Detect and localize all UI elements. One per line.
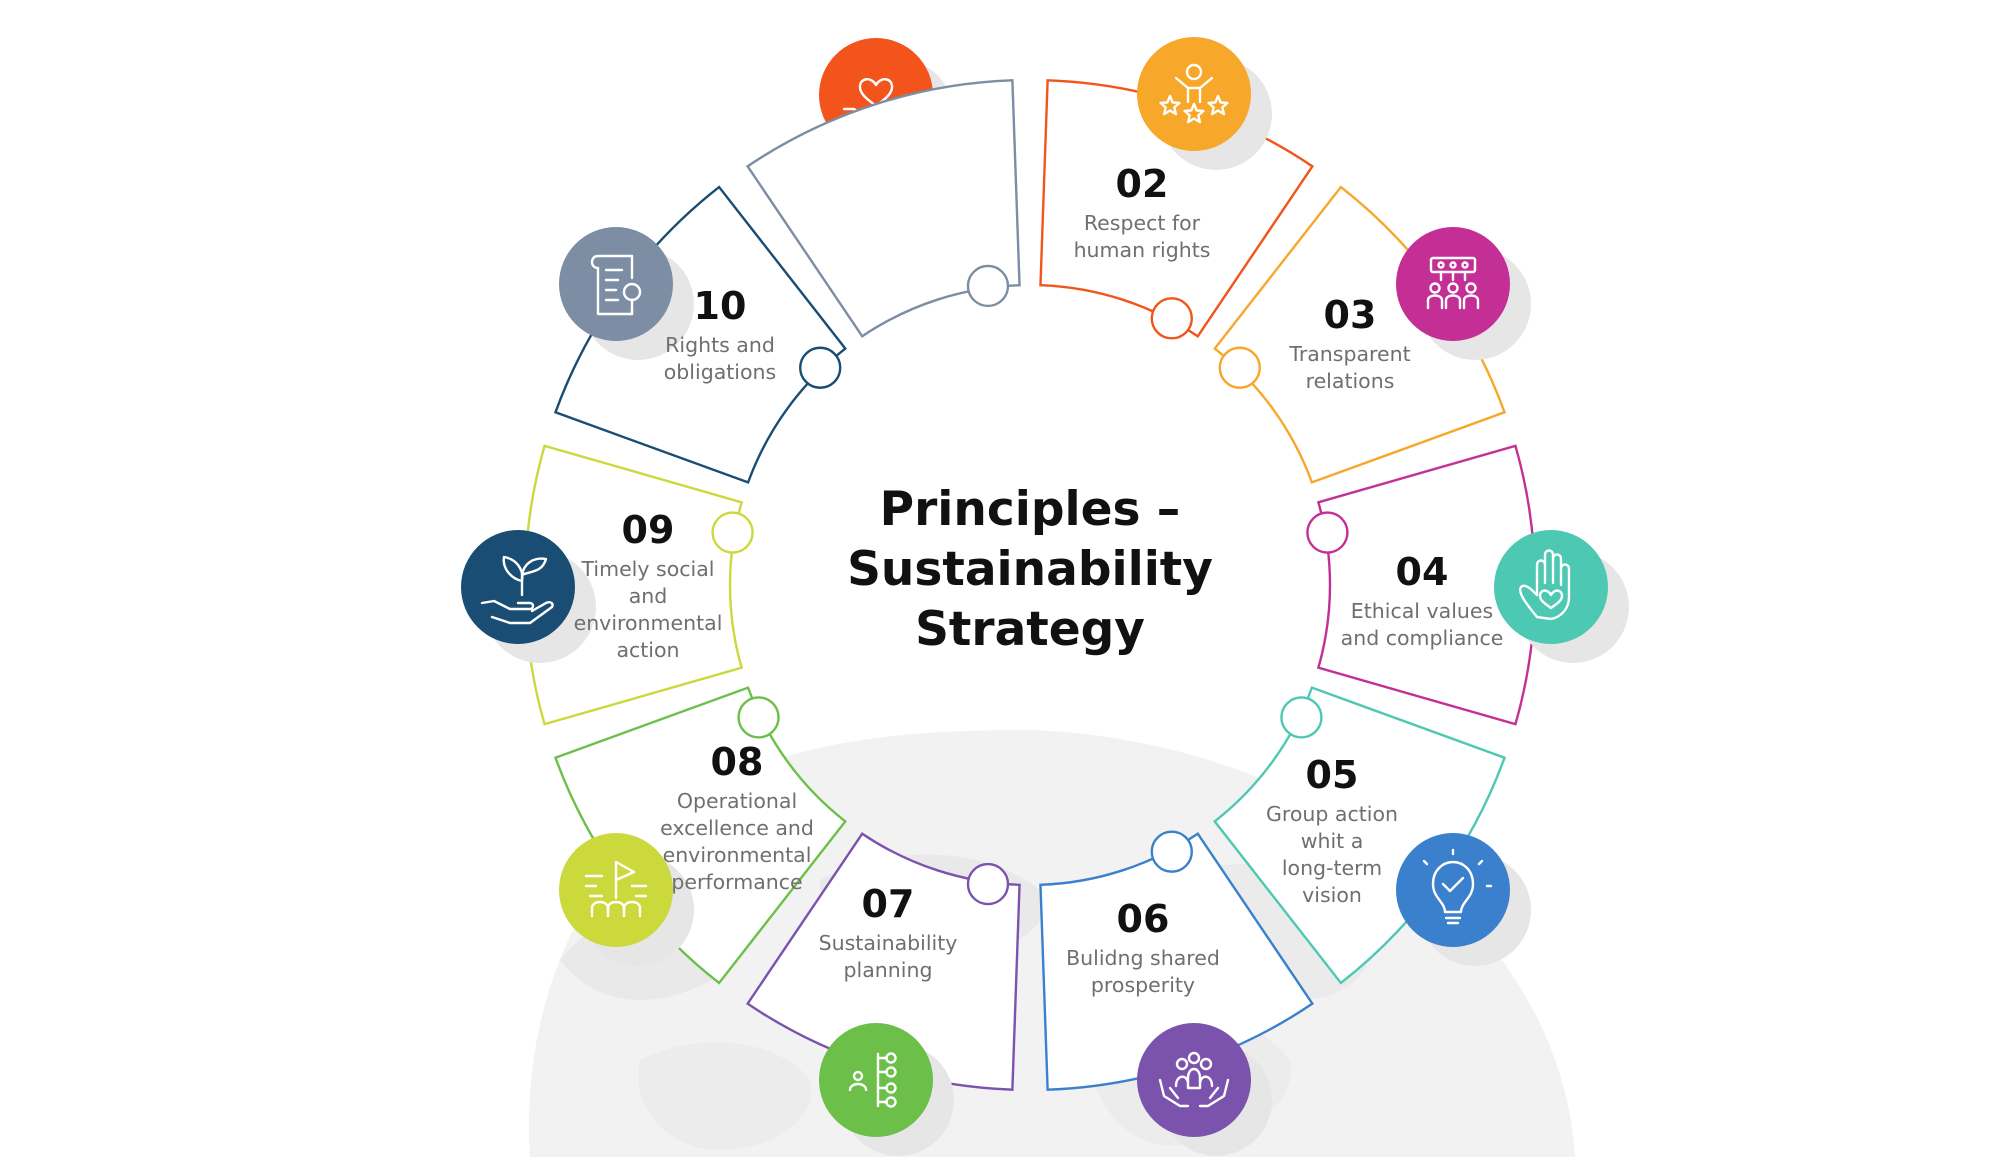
person-with-stars-icon <box>1159 63 1229 124</box>
segment-outline <box>1213 686 1507 985</box>
segment-label-line: excellence and <box>660 816 814 840</box>
segment-number: 05 <box>1306 753 1359 797</box>
document-search-icon <box>590 254 642 316</box>
segment-label-line: Transparent <box>1288 342 1410 366</box>
segment-label-line: environmental <box>574 611 723 635</box>
org-planning-icon <box>848 1052 897 1108</box>
connector-dot <box>1150 297 1193 340</box>
icon-badge <box>819 1023 933 1137</box>
segment-number: 08 <box>711 740 764 784</box>
segment-number: 02 <box>1116 162 1169 206</box>
segment-number: 06 <box>1117 897 1170 941</box>
connector-dot <box>1150 830 1193 873</box>
connector-dot <box>1306 511 1349 554</box>
segment-label-line: environmental <box>663 843 812 867</box>
segment-label-line: vision <box>1302 883 1362 907</box>
segment-label-line: Group action <box>1266 802 1398 826</box>
segment-label-line: whit a <box>1301 829 1364 853</box>
segment-label-line: Rights and <box>665 333 775 357</box>
segment-label-line: prosperity <box>1091 973 1195 997</box>
segment-outline <box>1213 185 1507 484</box>
segment-label-line: relations <box>1306 369 1395 393</box>
community-in-hands-icon <box>1158 1051 1230 1108</box>
segment-label-line: Operational <box>677 789 797 813</box>
icon-badge <box>559 227 673 341</box>
title-line-2: Sustainability <box>847 542 1213 597</box>
segment-label-line: obligations <box>664 360 776 384</box>
segment-number: 09 <box>622 508 675 552</box>
center-title: Principles – Sustainability Strategy <box>847 482 1213 657</box>
segment-label-line: performance <box>671 870 802 894</box>
segment-label-line: Timely social <box>581 557 715 581</box>
connector-dot <box>711 511 754 554</box>
segment-label-line: Respect for <box>1084 211 1201 235</box>
plant-in-hand-icon <box>480 555 554 625</box>
segment-outline <box>1039 832 1315 1091</box>
segment-label-line: action <box>616 638 679 662</box>
icon-badge <box>461 530 575 644</box>
segment-label-line: long-term <box>1282 856 1382 880</box>
connector-dot <box>1280 696 1323 739</box>
icon-badge <box>1494 530 1608 644</box>
segment-label-line: Bulidng shared <box>1066 946 1220 970</box>
segment-number: 07 <box>862 882 915 926</box>
segment-outline <box>553 185 847 484</box>
icon-badge <box>1137 37 1251 151</box>
segment-number: 03 <box>1324 293 1377 337</box>
segment-label-line: Ethical values <box>1351 599 1493 623</box>
segment-outline <box>745 79 1021 338</box>
segment-number: 10 <box>694 284 747 328</box>
lightbulb-check-icon <box>1422 848 1493 925</box>
title-line-1: Principles – <box>880 482 1181 537</box>
title-line-3: Strategy <box>915 602 1145 657</box>
connector-dot <box>966 264 1010 308</box>
board-with-people-icon <box>1426 256 1480 310</box>
segment-number: 04 <box>1396 550 1449 594</box>
team-flag-icon <box>584 860 648 918</box>
segment-label-line: and compliance <box>1341 626 1504 650</box>
segment-label-line: and <box>629 584 668 608</box>
icon-badge <box>1137 1023 1251 1137</box>
connector-dot <box>966 862 1010 906</box>
connector-dot <box>737 696 780 739</box>
connector-dot <box>1218 346 1261 389</box>
connector-dot <box>799 346 842 389</box>
segment-label-line: human rights <box>1074 238 1211 262</box>
segment-label-line: planning <box>844 958 933 982</box>
segment-outline <box>1316 444 1537 726</box>
segment-label-line: Sustainability <box>819 931 958 955</box>
hand-with-heart-icon <box>1519 549 1571 621</box>
